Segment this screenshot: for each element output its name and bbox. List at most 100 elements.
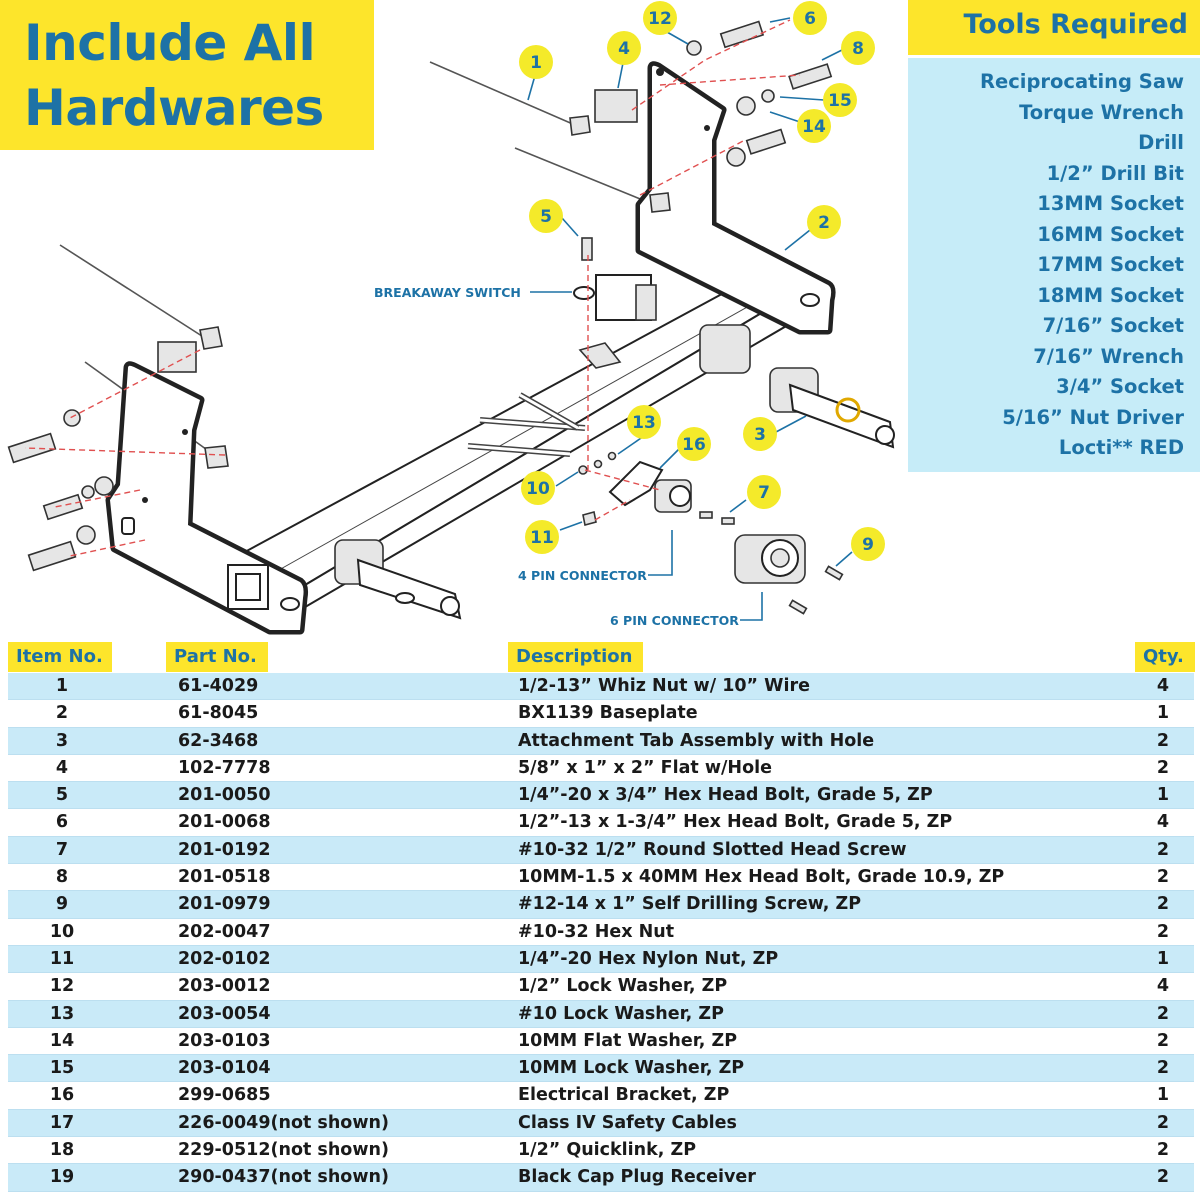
four-pin-connector-label: 4 PIN CONNECTOR xyxy=(518,568,647,583)
tools-required-panel: Reciprocating Saw Torque Wrench Drill 1/… xyxy=(908,58,1200,472)
callout-leader xyxy=(740,592,763,621)
item-number-cell: 12 xyxy=(49,976,75,997)
whiz-nut xyxy=(649,192,671,213)
item-number-cell: 4 xyxy=(55,757,69,778)
quantity-cell: 2 xyxy=(1156,894,1170,915)
part-number-cell: 62-3468 xyxy=(178,730,259,751)
lock-washer xyxy=(81,485,95,499)
tools-list: Reciprocating Saw Torque Wrench Drill 1/… xyxy=(908,58,1200,464)
callout-leader xyxy=(835,551,853,567)
svg-text:13: 13 xyxy=(632,413,656,433)
part-number-cell: 201-0192 xyxy=(178,839,271,860)
tool-item: Drill xyxy=(1138,131,1184,154)
svg-text:9: 9 xyxy=(862,535,874,555)
self-drilling-screw xyxy=(788,599,808,615)
callout-leader xyxy=(617,435,645,455)
quantity-cell: 2 xyxy=(1156,1112,1170,1133)
part-number-cell: 201-0050 xyxy=(178,785,271,806)
baseplate-right xyxy=(635,61,836,335)
part-number-cell: 102-7778 xyxy=(178,757,271,778)
part-number-cell: 203-0104 xyxy=(178,1058,271,1079)
description-cell: 5/8” x 1” x 2” Flat w/Hole xyxy=(518,757,772,778)
item-number-cell: 5 xyxy=(55,785,69,806)
callout-2: 2 xyxy=(807,205,841,239)
nylon-nut xyxy=(582,511,597,526)
four-pin-connector xyxy=(654,479,692,513)
whiz-nut xyxy=(569,115,591,136)
callout-leader xyxy=(769,17,791,23)
washer xyxy=(726,147,746,167)
slotted-screw xyxy=(699,511,713,519)
svg-text:6: 6 xyxy=(804,9,816,29)
flat-washer xyxy=(736,96,756,116)
tool-item: 18MM Socket xyxy=(1037,283,1184,307)
whiz-nut xyxy=(199,326,223,350)
quantity-cell: 2 xyxy=(1156,1167,1170,1188)
svg-text:5: 5 xyxy=(540,207,552,227)
banner-line-2: Hardwares xyxy=(24,79,324,137)
whiz-nut-wire xyxy=(514,147,656,206)
callout-8: 8 xyxy=(841,31,875,65)
callout-leader xyxy=(561,217,579,237)
quantity-cell: 2 xyxy=(1156,1003,1170,1024)
receiver-crossbar xyxy=(227,266,802,612)
svg-text:11: 11 xyxy=(530,528,554,548)
tool-item: 7/16” Socket xyxy=(1042,314,1184,337)
svg-text:2: 2 xyxy=(818,213,830,233)
svg-text:4: 4 xyxy=(618,39,630,59)
item-number-cell: 13 xyxy=(49,1003,75,1024)
attachment-tab-right xyxy=(699,324,895,449)
metric-bolt xyxy=(42,493,84,521)
svg-text:1: 1 xyxy=(530,53,542,73)
lock-washer xyxy=(761,89,775,103)
item-number-cell: 6 xyxy=(55,812,69,833)
description-cell: Class IV Safety Cables xyxy=(518,1112,737,1133)
part-number-cell: 201-0068 xyxy=(178,812,271,833)
lock-washer xyxy=(686,40,702,56)
flat-with-hole xyxy=(157,341,197,373)
breakaway-switch xyxy=(573,274,657,369)
tool-item: Locti** RED xyxy=(1058,436,1184,459)
exploded-diagram: 1 2 3 4 5 6 7 8 9 10 11 12 13 14 15 16 B… xyxy=(7,1,895,635)
svg-text:12: 12 xyxy=(648,9,672,29)
whiz-nut-wire xyxy=(429,61,576,126)
include-all-banner: Include All Hardwares xyxy=(0,0,374,150)
tool-item: 1/2” Drill Bit xyxy=(1046,161,1184,185)
part-number-cell: 201-0518 xyxy=(178,867,271,888)
slotted-screw xyxy=(721,517,735,525)
part-number-cell: 203-0012 xyxy=(178,976,271,997)
part-number-cell: 202-0102 xyxy=(178,948,271,969)
callout-7: 7 xyxy=(747,475,781,509)
tool-item: 5/16” Nut Driver xyxy=(1002,405,1184,429)
tool-item: 3/4” Socket xyxy=(1056,375,1184,398)
callout-leader xyxy=(559,521,583,531)
callout-13: 13 xyxy=(627,405,661,439)
description-cell: 1/4”-20 x 3/4” Hex Head Bolt, Grade 5, Z… xyxy=(518,785,933,806)
baseplate-left xyxy=(105,361,309,635)
six-pin-connector xyxy=(734,534,806,584)
item-number-cell: 1 xyxy=(55,676,69,696)
callout-leader xyxy=(659,447,681,469)
item-number-cell: 8 xyxy=(55,867,69,888)
table-row: 5 201-0050 1/4”-20 x 3/4” Hex Head Bolt, G… xyxy=(8,782,1194,810)
description-cell: 10MM Flat Washer, ZP xyxy=(518,1030,738,1051)
tool-item: Reciprocating Saw xyxy=(979,70,1184,93)
part-number-cell: 299-0685 xyxy=(178,1085,271,1106)
quantity-cell: 4 xyxy=(1156,676,1170,696)
item-number-cell: 14 xyxy=(49,1030,75,1051)
description-cell: Electrical Bracket, ZP xyxy=(518,1085,730,1106)
tool-item: 16MM Socket xyxy=(1037,222,1184,246)
part-number-cell: 202-0047 xyxy=(178,921,271,942)
tool-item: Torque Wrench xyxy=(1019,100,1184,124)
description-cell: #10-32 1/2” Round Slotted Head Screw xyxy=(518,839,907,860)
description-cell: 1/2-13” Whiz Nut w/ 10” Wire xyxy=(518,676,810,696)
part-number-cell: 203-0054 xyxy=(178,1003,271,1024)
item-number-cell: 9 xyxy=(55,894,69,915)
